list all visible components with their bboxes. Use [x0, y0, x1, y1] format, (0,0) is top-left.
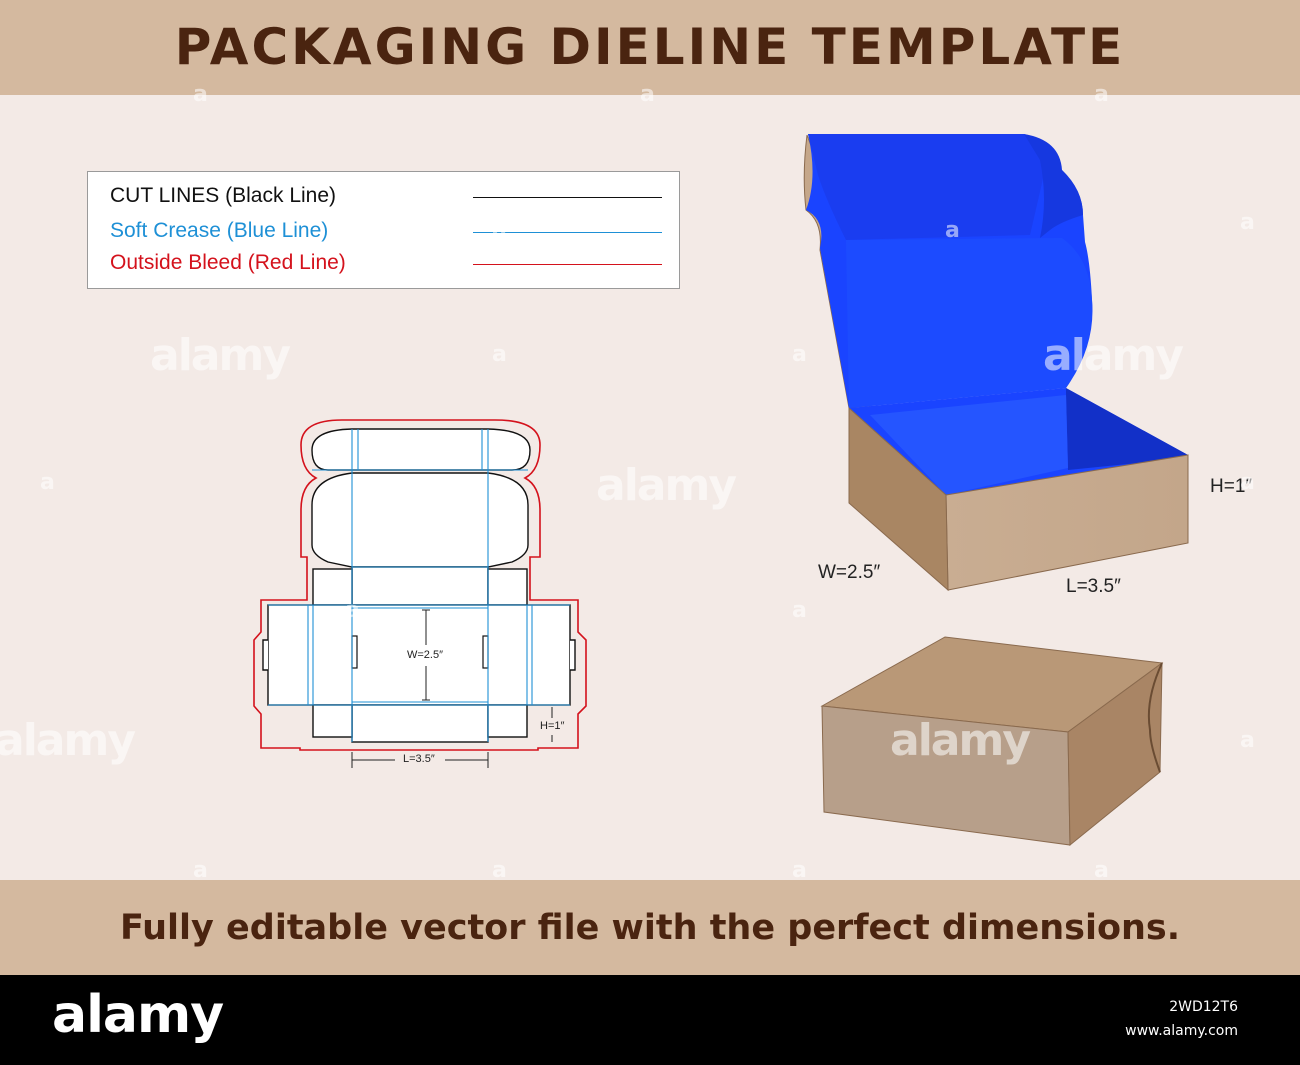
legend-crease-label: Soft Crease (Blue Line) [110, 219, 329, 242]
dieline-crease-lines [268, 429, 570, 742]
footer-image-id: 2WD12T6 [1169, 999, 1238, 1015]
page-title: PACKAGING DIELINE TEMPLATE [174, 18, 1126, 76]
dieline-lid [311, 472, 529, 568]
dieline-length-dimension [351, 752, 489, 768]
dieline-tab-left-top [312, 568, 353, 606]
closed-box-render [820, 636, 1164, 847]
dieline-height-label: H=1″ [540, 720, 565, 732]
dieline-right-wing [570, 639, 576, 671]
open-box-render [803, 134, 1189, 592]
open-box-interior-floor [870, 395, 1068, 495]
header-band [0, 0, 1300, 95]
line-legend: CUT LINES (Black Line) Soft Crease (Blue… [87, 171, 680, 289]
dieline-top-tuck [311, 428, 531, 471]
dieline-front-wall [351, 704, 489, 743]
legend-cut-lines: CUT LINES (Black Line) [110, 184, 662, 212]
dieline-lid-front [351, 566, 489, 606]
dieline-left-wing [262, 639, 268, 671]
box-height-label: H=1″ [1210, 476, 1253, 497]
open-box-lid-fold [808, 134, 1045, 240]
legend-cut-label: CUT LINES (Black Line) [110, 184, 337, 207]
dieline-drawing [253, 419, 587, 768]
dieline-tab-left-bottom [312, 704, 353, 738]
dieline-width-dimension [422, 609, 430, 701]
open-box-interior-wall [1066, 388, 1188, 470]
box-length-label: L=3.5″ [1066, 576, 1121, 597]
dieline-slot-right [482, 635, 489, 669]
footer-band [0, 880, 1300, 975]
legend-crease-swatch [473, 232, 662, 233]
dieline-tab-right-top [487, 568, 528, 606]
dieline-tab-right-bottom [487, 704, 528, 738]
footer-brand-logo: alamy [52, 985, 224, 1045]
dieline-slot-left [351, 635, 358, 669]
legend-outside-bleed: Outside Bleed (Red Line) [110, 251, 662, 279]
footer-tagline: Fully editable vector file with the perf… [119, 908, 1181, 948]
open-box-lid-flap-shade [1024, 134, 1083, 238]
watermark-footer: alamy 2WD12T6 www.alamy.com [0, 975, 1300, 1065]
open-box-lid-panel [846, 238, 1093, 408]
open-box-left-face [848, 406, 949, 592]
legend-cut-swatch [473, 197, 662, 198]
legend-soft-crease: Soft Crease (Blue Line) [110, 219, 662, 247]
dieline-length-label: L=3.5″ [403, 753, 435, 765]
closed-box-flap-edge [1147, 662, 1163, 773]
legend-bleed-swatch [473, 264, 662, 265]
dieline-bleed-outline [253, 419, 587, 751]
box-width-label: W=2.5″ [818, 562, 881, 583]
legend-bleed-label: Outside Bleed (Red Line) [110, 251, 346, 274]
footer-site-link[interactable]: www.alamy.com [1125, 1023, 1238, 1039]
dieline-width-label: W=2.5″ [407, 649, 443, 661]
